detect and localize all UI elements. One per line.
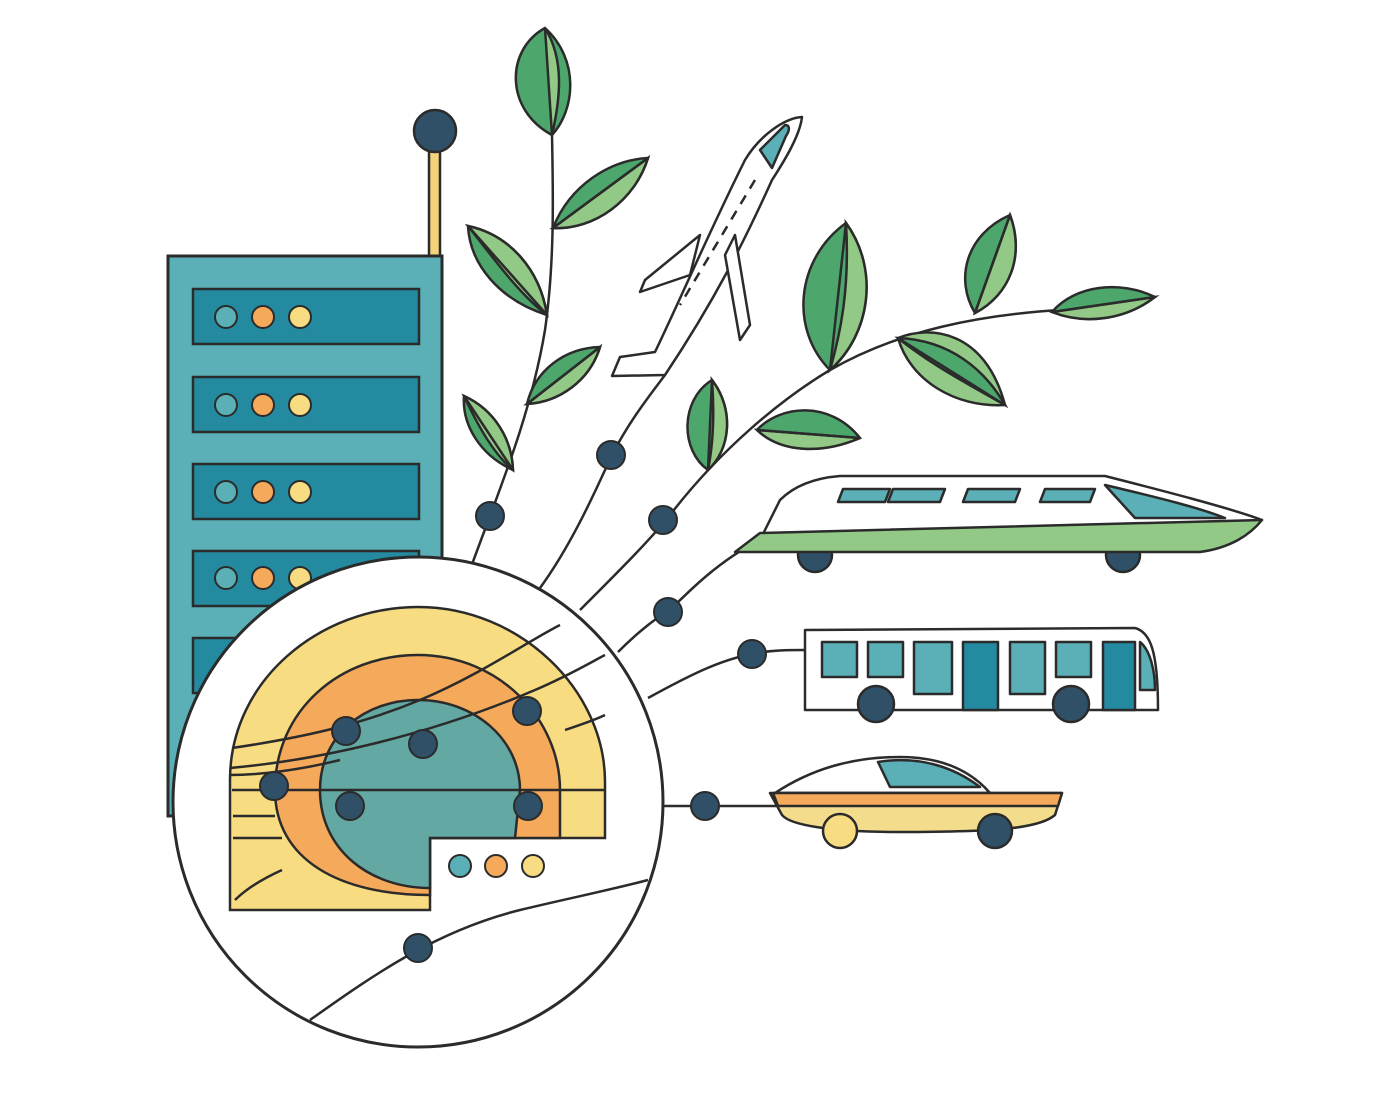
status-light-teal (214, 305, 238, 329)
status-light-orange (251, 480, 275, 504)
train-stripe (733, 518, 1264, 554)
airplane-wing-right (723, 233, 752, 342)
car-stripe (771, 791, 1064, 808)
bus-window (866, 640, 905, 679)
antenna (412, 108, 458, 262)
leaf-branch-right (686, 211, 1160, 474)
status-light-teal (448, 854, 472, 878)
network-node (513, 791, 543, 821)
status-light-orange (251, 305, 275, 329)
status-light-yellow (521, 854, 545, 878)
network-node (475, 501, 505, 531)
train-line (617, 538, 761, 653)
airplane-windows (678, 179, 757, 306)
airplane-line (538, 374, 666, 589)
status-light-yellow (288, 305, 312, 329)
network-nodes (259, 440, 767, 963)
network-node (403, 933, 433, 963)
network-node (653, 597, 683, 627)
car-wheel (821, 812, 859, 850)
branch-stem-right (579, 308, 1061, 611)
status-light-orange (251, 566, 275, 590)
bus-wheel (856, 684, 896, 724)
train-window (836, 487, 892, 504)
airplane (610, 115, 804, 378)
bus-window (912, 640, 954, 696)
bus-windshield (1138, 640, 1157, 692)
status-light-teal (214, 393, 238, 417)
status-light-orange (251, 393, 275, 417)
network-node (596, 440, 626, 470)
train-window (961, 487, 1022, 504)
bus-wheel (1051, 684, 1091, 724)
bus-window (1008, 640, 1047, 696)
leaf (514, 26, 572, 137)
rack-slot (191, 462, 421, 521)
network-node (512, 696, 542, 726)
network-node (648, 505, 678, 535)
car-window (876, 758, 982, 789)
car-wheel (976, 812, 1014, 850)
hub-bottom-curve (309, 878, 649, 1022)
network-node (737, 639, 767, 669)
bus-door (1101, 640, 1137, 712)
car (768, 755, 1064, 850)
high-speed-train (733, 474, 1264, 574)
network-node (259, 771, 289, 801)
airplane-wing-left (638, 233, 702, 294)
network-node (335, 791, 365, 821)
status-light-teal (214, 566, 238, 590)
bus-window (820, 640, 859, 679)
bus-line (647, 648, 806, 700)
network-node (690, 791, 720, 821)
magnified-hub (171, 555, 665, 1049)
airplane-cockpit (758, 123, 791, 170)
network-node (408, 729, 438, 759)
train-window (886, 487, 947, 504)
train-nose-window (1103, 483, 1227, 520)
bus-door (961, 640, 1000, 712)
bus-window (1054, 640, 1093, 679)
network-node (331, 716, 361, 746)
status-light-yellow (288, 480, 312, 504)
status-light-yellow (288, 393, 312, 417)
rack-slot (191, 287, 421, 346)
bus (803, 626, 1160, 724)
status-light-orange (484, 854, 508, 878)
status-light-teal (214, 480, 238, 504)
rack-slot (191, 375, 421, 434)
leaf-branch-left (461, 26, 651, 473)
antenna-pole (427, 146, 442, 262)
antenna-knob (412, 108, 458, 154)
train-window (1038, 487, 1097, 504)
